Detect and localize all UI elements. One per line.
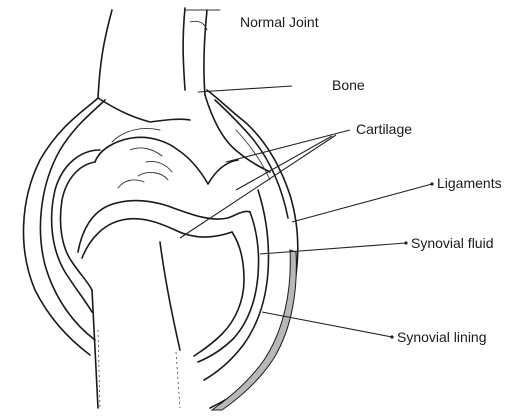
upper-bone — [98, 8, 220, 98]
bone-label: Bone — [332, 77, 365, 93]
leader-cartilage-upper — [226, 130, 350, 162]
ligaments-label: Ligaments — [437, 175, 502, 191]
leader-ligaments — [292, 184, 432, 222]
lower-bone — [92, 242, 180, 408]
leader-cartilage-lower — [180, 135, 336, 238]
synovial-fluid-label: Synovial fluid — [411, 235, 494, 251]
right-capsule — [204, 90, 298, 410]
lower-bone-head — [78, 201, 259, 362]
synovial-lining-label: Synovial lining — [397, 329, 487, 345]
joint-space — [52, 150, 100, 312]
cartilage-label: Cartilage — [356, 121, 412, 137]
leader-synovial-fluid — [260, 243, 406, 254]
label-anchors — [390, 182, 433, 338]
title-label: Normal Joint — [240, 14, 319, 30]
leader-bone — [198, 86, 292, 92]
upper-bone-head — [95, 95, 270, 188]
leader-cartilage-mid — [236, 136, 332, 190]
